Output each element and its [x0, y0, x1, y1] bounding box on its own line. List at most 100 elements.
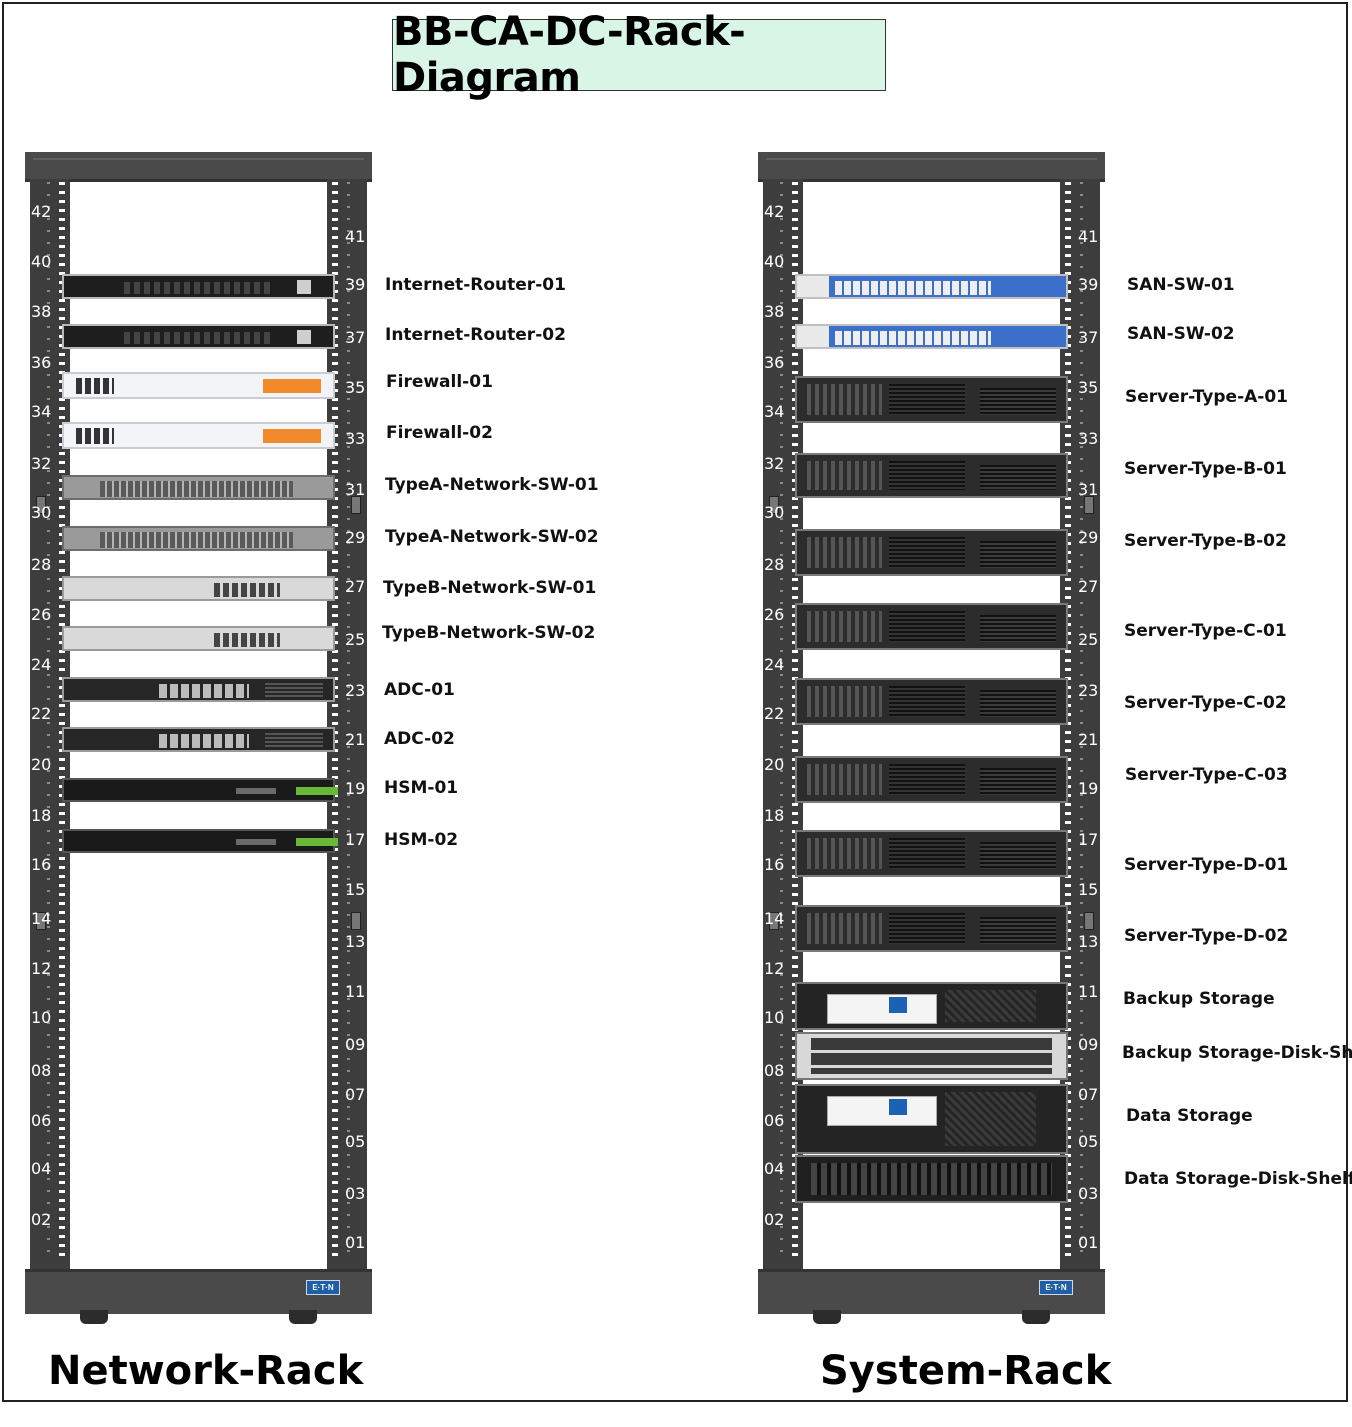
unit-number: 39 [345, 275, 366, 294]
unit-number: 35 [1078, 378, 1099, 397]
unit-number: 07 [345, 1085, 366, 1104]
unit-number: 27 [345, 577, 366, 596]
rack-latch [1084, 912, 1094, 930]
unit-number: 23 [1078, 681, 1099, 700]
device-label: Firewall-01 [386, 372, 493, 392]
unit-number: 41 [345, 227, 366, 246]
rack-device[interactable] [795, 905, 1068, 952]
rack-device[interactable] [795, 1155, 1068, 1203]
rack-frame: E·T·N [25, 152, 372, 1327]
rack-device[interactable] [62, 829, 338, 853]
rack-device[interactable] [795, 1084, 1068, 1154]
unit-number: 16 [764, 855, 785, 874]
unit-number: 33 [345, 429, 366, 448]
unit-number: 21 [1078, 730, 1099, 749]
rack-device[interactable] [62, 526, 335, 551]
device-label: TypeB-Network-SW-02 [382, 623, 596, 643]
device-label: SAN-SW-02 [1127, 324, 1235, 344]
unit-number: 17 [1078, 830, 1099, 849]
server-drive-bay [980, 690, 1056, 717]
unit-number: 31 [345, 480, 366, 499]
unit-number: 42 [31, 202, 52, 221]
rack-device[interactable] [795, 756, 1068, 803]
unit-number: 25 [1078, 630, 1099, 649]
unit-number: 12 [31, 959, 52, 978]
rack-device[interactable] [62, 778, 338, 802]
rack-device[interactable] [795, 529, 1068, 576]
unit-number: 32 [764, 454, 785, 473]
storage-grille [945, 1092, 1036, 1146]
unit-number: 21 [345, 730, 366, 749]
unit-number: 37 [345, 328, 366, 347]
rack-device[interactable] [62, 324, 335, 349]
device-label: ADC-01 [384, 680, 455, 700]
unit-number: 20 [764, 755, 785, 774]
unit-number: 19 [345, 779, 366, 798]
rack-device[interactable] [795, 1032, 1068, 1080]
unit-number: 01 [345, 1233, 366, 1252]
unit-number: 20 [31, 755, 52, 774]
unit-number: 29 [1078, 528, 1099, 547]
rack-device[interactable] [62, 422, 335, 449]
rack-name: System-Rack [820, 1348, 1112, 1394]
unit-number: 34 [764, 402, 785, 421]
unit-number: 42 [764, 202, 785, 221]
rack-latch [351, 912, 361, 930]
rack-device[interactable] [795, 453, 1068, 498]
rack-interior [803, 190, 1060, 1260]
unit-number: 05 [1078, 1132, 1099, 1151]
rack-device[interactable] [62, 727, 335, 752]
rack-rail-holes-left [780, 182, 783, 1260]
rack-device[interactable] [62, 274, 335, 299]
unit-number: 07 [1078, 1085, 1099, 1104]
unit-number: 16 [31, 855, 52, 874]
device-label: TypeA-Network-SW-01 [385, 475, 599, 495]
device-label: Server-Type-C-03 [1125, 765, 1288, 785]
rack-rail-holes-right [347, 182, 350, 1260]
rack-latch [36, 912, 46, 930]
unit-number: 40 [764, 252, 785, 271]
unit-number: 31 [1078, 480, 1099, 499]
unit-number: 39 [1078, 275, 1099, 294]
unit-number: 32 [31, 454, 52, 473]
unit-number: 15 [345, 880, 366, 899]
device-label: Firewall-02 [386, 423, 493, 443]
rack-device[interactable] [62, 372, 335, 399]
rack-foot [1022, 1310, 1050, 1324]
rack-device[interactable] [795, 376, 1068, 423]
device-label: Internet-Router-02 [385, 325, 566, 345]
unit-number: 05 [345, 1132, 366, 1151]
unit-number: 30 [764, 503, 785, 522]
rack-foot [80, 1310, 108, 1324]
rack-device[interactable] [62, 677, 335, 702]
unit-number: 40 [31, 252, 52, 271]
device-label: ADC-02 [384, 729, 455, 749]
unit-number: 17 [345, 830, 366, 849]
unit-number: 18 [764, 806, 785, 825]
server-drive-bay [980, 388, 1056, 415]
rack-device[interactable] [795, 982, 1068, 1030]
unit-number: 13 [1078, 932, 1099, 951]
device-label: HSM-02 [384, 830, 459, 850]
device-label: Server-Type-D-01 [1124, 855, 1289, 875]
rack-device[interactable] [62, 576, 335, 601]
device-label: Backup Storage-Disk-Shelf [1122, 1043, 1352, 1063]
rack-device[interactable] [795, 830, 1068, 877]
unit-number: 10 [31, 1008, 52, 1027]
device-label: TypeA-Network-SW-02 [385, 527, 599, 547]
unit-number: 25 [345, 630, 366, 649]
rack-device[interactable] [795, 274, 1068, 299]
unit-number: 26 [31, 605, 52, 624]
rack-top-cap [758, 152, 1105, 182]
rack-device[interactable] [795, 603, 1068, 650]
device-label: Server-Type-C-01 [1124, 621, 1287, 641]
rack-device[interactable] [62, 626, 335, 651]
unit-number: 11 [345, 982, 366, 1001]
rack-device[interactable] [795, 678, 1068, 725]
rack-device[interactable] [62, 475, 335, 500]
server-drive-bay [980, 541, 1056, 568]
unit-number: 24 [31, 655, 52, 674]
rack-device[interactable] [795, 324, 1068, 349]
netapp-logo-icon [889, 997, 907, 1013]
unit-number: 36 [764, 353, 785, 372]
